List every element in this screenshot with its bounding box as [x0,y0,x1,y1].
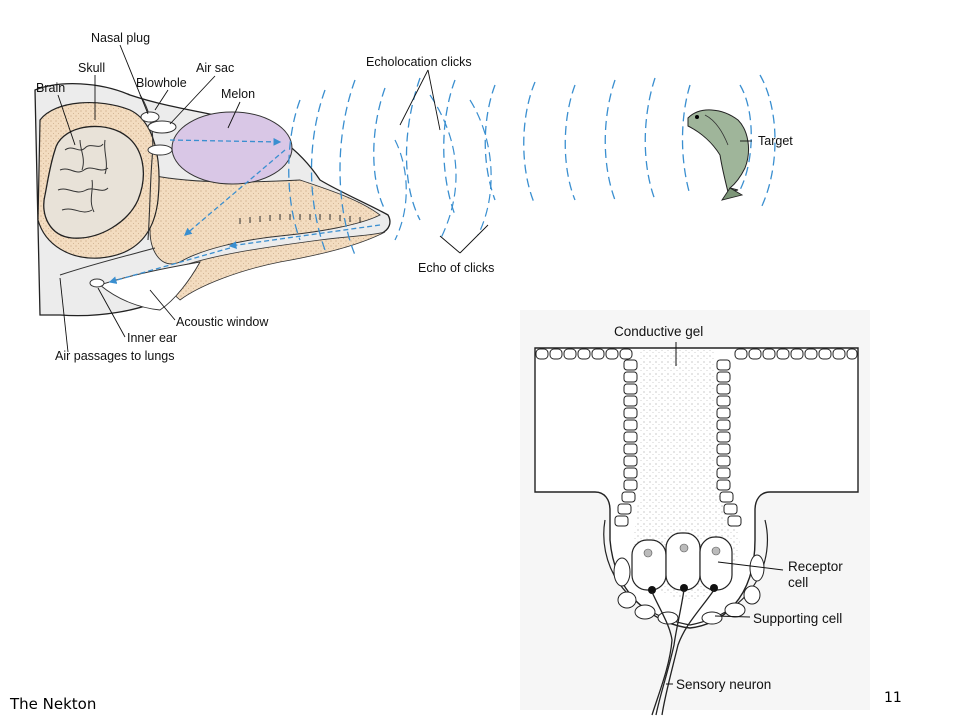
echo-waves [394,94,492,241]
acoustic-window [99,261,201,311]
receptor-diagram: Conductive gel Receptor cell Supporting … [520,310,870,716]
blowhole-passage [139,94,154,241]
canal-wall-cells-right [716,359,742,527]
air-passage-line [59,247,156,276]
lower-air-sac [147,144,173,156]
label-target: Target [758,134,793,148]
label-acoustic-window: Acoustic window [176,315,269,329]
ampulla-wall [603,519,769,626]
label-skull: Skull [78,61,105,75]
echolocation-waves [288,74,776,256]
label-receptor-cell-line2: cell [788,575,808,590]
receptor-nuclei [643,543,721,558]
label-receptor-cell-line1: Receptor [788,559,843,574]
label-conductive-gel: Conductive gel [614,324,703,339]
label-supporting-cell: Supporting cell [753,611,842,626]
label-brain: Brain [36,81,65,95]
label-air-sac: Air sac [196,61,234,75]
synapse-blobs [648,584,718,594]
dolphin-head-diagram [34,83,391,317]
label-nasal-plug: Nasal plug [91,31,150,45]
sensory-neuron [651,589,715,716]
label-echo-of-clicks: Echo of clicks [418,261,494,275]
inner-ear [89,278,105,288]
receptor-cells [631,532,733,591]
page-number: 11 [884,690,902,706]
label-sensory-neuron: Sensory neuron [676,677,771,692]
air-sac [147,120,177,134]
label-air-passages: Air passages to lungs [55,349,175,363]
lower-jaw-tissue [167,231,386,301]
label-melon: Melon [221,87,255,101]
teeth [239,214,361,224]
melon [171,111,293,185]
brain-folds [57,139,109,213]
sound-path-arrows [108,137,381,284]
receptor-leader-lines [666,342,784,685]
label-echolocation-clicks: Echolocation clicks [366,55,472,69]
supporting-cells [613,554,765,625]
nasal-plug [140,111,160,123]
label-inner-ear: Inner ear [127,331,177,345]
brain [43,125,144,239]
dolphin-labels: Nasal plug Skull Brain Blowhole Air sac … [36,31,793,363]
slide-title: The Nekton [10,695,97,713]
label-leader-lines [57,44,752,353]
target-fish [687,109,749,201]
label-blowhole: Blowhole [136,76,187,90]
surface-cells [535,348,858,360]
canal-wall-cells-left [614,359,638,527]
